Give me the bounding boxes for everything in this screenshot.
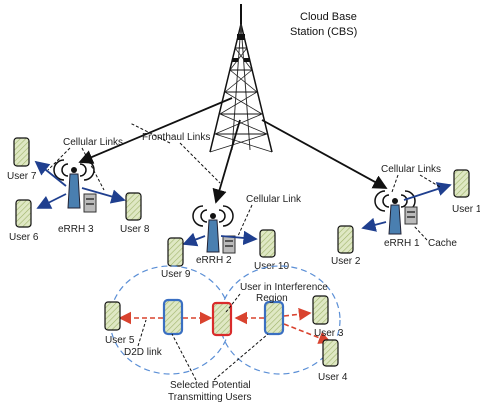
fronthaul-label: Fronthaul Links [142,132,210,143]
phone-icon [312,295,329,325]
tower-icon [209,4,273,153]
errh3-label: eRRH 3 [58,224,94,235]
phone-icon [13,137,30,167]
errh1-label: eRRH 1 [384,238,420,249]
interference-label-line2: Region [256,293,288,304]
user2-phone [337,225,354,254]
user7-label: User 7 [7,171,37,182]
phone-icon [337,225,354,254]
cache-server-icon [83,193,97,213]
errh1-group [361,182,452,235]
errh2-label: eRRH 2 [196,255,232,266]
user9-label: User 9 [161,269,191,280]
user7-phone [13,137,30,167]
interference-label-line1: User in Interference [240,282,328,293]
user2-label: User 2 [331,256,361,267]
user5-phone [104,301,121,331]
phone-icon [453,169,470,198]
phone-icon [167,237,184,267]
transmitter-phone-left [162,298,184,336]
cache-label: Cache [428,238,457,249]
cbs-label-line2: Station (CBS) [290,26,357,38]
cbs-label-line1: Cloud Base [300,11,357,23]
phone-icon [322,339,339,367]
phone-icon [263,300,285,336]
selected-label-line2: Transmitting Users [168,392,252,403]
cellular-links-left-label: Cellular Links [63,137,123,148]
phone-icon [211,301,233,337]
interference-user-phone [211,301,233,337]
selected-label-line1: Selected Potential [170,380,251,391]
user3-phone [312,295,329,325]
phone-icon [104,301,121,331]
user3-label: User 3 [314,328,344,339]
user8-phone [125,192,142,221]
errh3-group [34,159,126,213]
phone-icon [259,229,276,258]
antenna-icon [53,159,95,209]
phone-icon [125,192,142,221]
cache-server-icon [222,235,236,254]
user4-phone [322,339,339,367]
user8-label: User 8 [120,224,150,235]
antenna-icon [192,205,234,253]
user6-label: User 6 [9,232,39,243]
cellular-link-mid-label: Cellular Link [246,194,302,205]
transmitter-phone-right [263,300,285,336]
d2d-links [118,307,332,344]
fronthaul-links [78,97,388,204]
antenna-icon [374,190,416,235]
user9-phone [167,237,184,267]
user1-phone [453,169,470,198]
errh2-group [182,205,258,254]
user1-label: User 1 [452,204,480,215]
user5-label: User 5 [105,335,135,346]
phone-icon [162,298,184,336]
phone-icon [15,199,32,228]
d2d-link-label: D2D link [124,347,163,358]
user4-label: User 4 [318,372,348,383]
cellular-links-right-label: Cellular Links [381,164,441,175]
user6-phone [15,199,32,228]
user10-phone [259,229,276,258]
cache-server-icon [404,206,418,225]
